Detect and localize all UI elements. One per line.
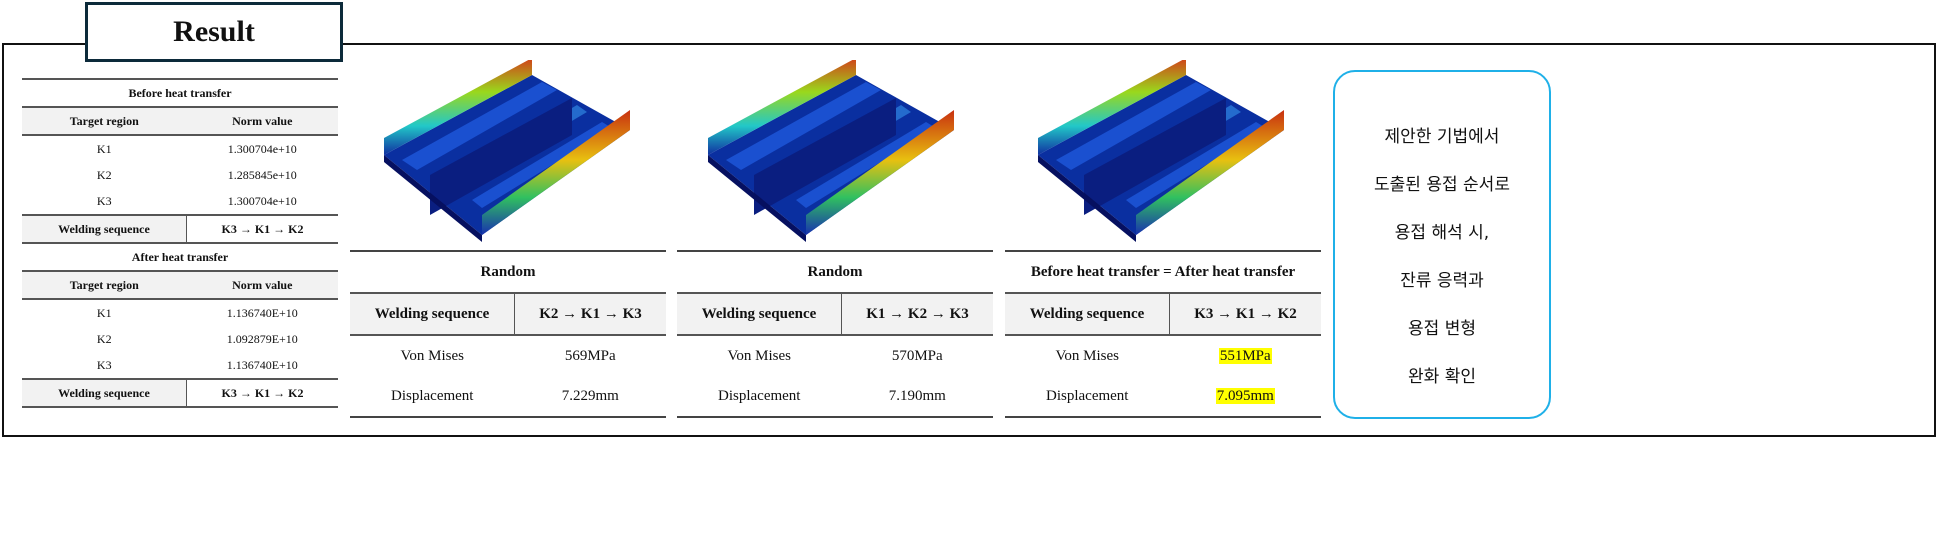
sequence-value: K2 → K1 → K3 xyxy=(514,292,666,336)
region-cell: K1 xyxy=(96,305,112,320)
von-mises-label: Von Mises xyxy=(1055,347,1120,364)
von-mises-value: 569MPa xyxy=(564,347,616,364)
column-header: Target region xyxy=(22,106,187,136)
left-edge-wall xyxy=(708,58,856,155)
note-line: 완화 확인 xyxy=(1408,367,1476,387)
region-cell: K3 xyxy=(96,357,112,372)
displacement-label: Displacement xyxy=(677,376,842,418)
right-edge-wall xyxy=(482,110,630,235)
sequence-label: Welding sequence xyxy=(677,292,842,336)
table-row: K2 1.092879E+10 xyxy=(22,326,338,352)
column-header: Norm value xyxy=(186,106,338,136)
stiffener xyxy=(754,98,896,215)
column-header: Target region xyxy=(22,270,187,300)
right-edge-wall xyxy=(806,110,954,235)
fe-model-image xyxy=(1036,58,1286,245)
region-cell: K2 xyxy=(96,331,112,346)
table-row: K3 1.136740E+10 xyxy=(22,352,338,379)
displacement-label: Displacement xyxy=(1005,376,1170,418)
note-line: 용접 해석 시, xyxy=(1394,223,1490,243)
stiffener xyxy=(1084,98,1226,215)
region-cell: K3 xyxy=(96,193,112,208)
note-line: 도출된 용접 순서로 xyxy=(1374,175,1510,195)
panel-title: Random xyxy=(677,250,993,293)
von-mises-value: 570MPa xyxy=(891,347,943,364)
table-row: K2 1.285845e+10 xyxy=(22,162,338,188)
sequence-label: Welding sequence xyxy=(350,292,515,336)
panel-title: Random xyxy=(350,250,666,293)
fe-model-image xyxy=(382,58,632,245)
fe-model-image xyxy=(706,58,956,245)
stiffener xyxy=(430,98,572,215)
norm-cell: 1.300704e+10 xyxy=(227,141,297,156)
left-edge-wall xyxy=(384,58,532,155)
sequence-label: Welding sequence xyxy=(22,378,187,408)
table-row: K1 1.136740E+10 xyxy=(22,299,338,326)
note-line: 제안한 기법에서 xyxy=(1384,127,1500,147)
table-title: Before heat transfer xyxy=(128,85,232,100)
table-row: K3 1.300704e+10 xyxy=(22,188,338,215)
result-table-proposed: Before heat transfer = After heat transf… xyxy=(1005,250,1321,418)
region-cell: K1 xyxy=(96,141,112,156)
table-row: K1 1.300704e+10 xyxy=(22,135,338,162)
sequence-value: K1 → K2 → K3 xyxy=(841,292,993,336)
sequence-value: K3 → K1 → K2 xyxy=(186,214,338,244)
left-edge-wall xyxy=(1038,58,1186,155)
norm-cell: 1.136740E+10 xyxy=(226,305,298,320)
norm-cell: 1.136740E+10 xyxy=(226,357,298,372)
displacement-label: Displacement xyxy=(350,376,515,418)
sequence-value: K3 → K1 → K2 xyxy=(186,378,338,408)
table-title: After heat transfer xyxy=(131,249,229,264)
conclusion-box: 제안한 기법에서 도출된 용접 순서로 용접 해석 시, 잔류 응력과 용접 변… xyxy=(1333,70,1551,419)
norm-cell: 1.092879E+10 xyxy=(226,331,298,346)
sequence-label: Welding sequence xyxy=(22,214,187,244)
panel-title: Before heat transfer = After heat transf… xyxy=(1005,250,1321,293)
page-title: Result xyxy=(85,2,343,62)
von-mises-label: Von Mises xyxy=(727,347,792,364)
sequence-label: Welding sequence xyxy=(1005,292,1170,336)
displacement-value: 7.229mm xyxy=(514,376,666,418)
column-header: Norm value xyxy=(186,270,338,300)
displacement-value: 7.190mm xyxy=(841,376,993,418)
result-frame xyxy=(2,43,1936,437)
note-line: 용접 변형 xyxy=(1408,319,1476,339)
norm-cell: 1.285845e+10 xyxy=(227,167,297,182)
note-line: 잔류 응력과 xyxy=(1400,271,1484,291)
sequence-value: K3 → K1 → K2 xyxy=(1169,292,1321,336)
von-mises-value-highlighted: 551MPa xyxy=(1218,347,1272,364)
displacement-value-highlighted: 7.095mm xyxy=(1215,387,1275,404)
right-edge-wall xyxy=(1136,110,1284,235)
norm-cell: 1.300704e+10 xyxy=(227,193,297,208)
region-cell: K2 xyxy=(96,167,112,182)
von-mises-label: Von Mises xyxy=(400,347,465,364)
